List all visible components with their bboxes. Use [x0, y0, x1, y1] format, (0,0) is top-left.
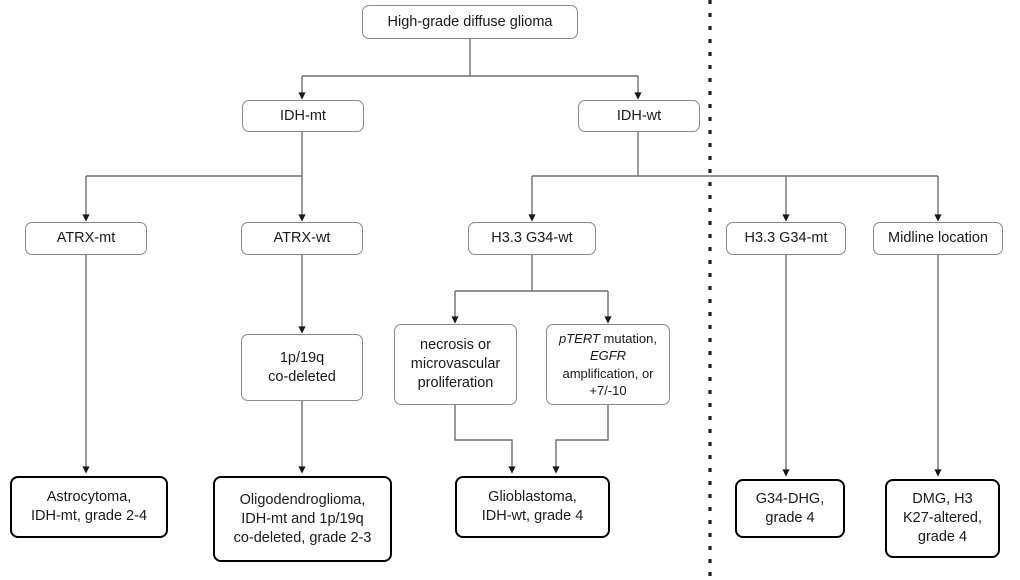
node-label-line-2: IDH-wt, grade 4	[481, 508, 584, 524]
node-outcome-g34-dhg[interactable]: G34-DHG, grade 4	[735, 479, 845, 538]
node-label-line-2: microvascular	[410, 356, 501, 372]
node-label-line-2: IDH-mt, grade 2-4	[30, 508, 148, 524]
node-label: ATRX-mt	[56, 230, 116, 246]
node-h33-g34-mt[interactable]: H3.3 G34-mt	[726, 222, 846, 255]
node-label-line-1: DMG, H3	[912, 491, 973, 507]
node-label-line-1: pTERT mutation,	[553, 330, 663, 348]
node-label-line-3: proliferation	[417, 375, 494, 391]
node-ptert-egfr-amplification[interactable]: pTERT mutation, EGFR amplification, or +…	[546, 324, 670, 405]
node-atrx-wt[interactable]: ATRX-wt	[241, 222, 363, 255]
node-midline-location[interactable]: Midline location	[873, 222, 1003, 255]
node-label-line-3: co-deleted, grade 2-3	[233, 529, 372, 546]
node-label-line-1: necrosis or	[420, 337, 491, 353]
node-label: H3.3 G34-mt	[744, 230, 828, 246]
node-label: High-grade diffuse glioma	[387, 13, 553, 30]
node-label-line-1-rest: mutation,	[599, 330, 658, 346]
gene-name-ptert: pTERT	[558, 330, 600, 346]
wire-ptert-to-glioblastoma	[552, 405, 609, 474]
node-label-line-1: 1p/19q	[279, 349, 325, 366]
node-outcome-oligodendroglioma[interactable]: Oligodendroglioma, IDH-mt and 1p/19q co-…	[213, 476, 392, 562]
node-label-line-2: grade 4	[765, 509, 815, 526]
node-atrx-mt[interactable]: ATRX-mt	[25, 222, 147, 255]
node-label-line-4: +7/-10	[589, 383, 627, 398]
node-outcome-glioblastoma[interactable]: Glioblastoma, IDH-wt, grade 4	[455, 476, 610, 538]
node-label: ATRX-wt	[273, 230, 331, 246]
node-label-line-1: Oligodendroglioma,	[239, 491, 366, 508]
node-1p19q-co-deleted[interactable]: 1p/19q co-deleted	[241, 334, 363, 401]
node-label-line-2: K27-altered,	[903, 510, 982, 526]
node-label-line-3: grade 4	[917, 529, 968, 545]
node-label: IDH-wt	[616, 107, 662, 124]
node-label-line-2: IDH-mt and 1p/19q	[241, 510, 364, 527]
node-idh-wt[interactable]: IDH-wt	[578, 100, 700, 132]
node-label-line-1: Astrocytoma,	[46, 489, 132, 505]
node-h33-g34-wt[interactable]: H3.3 G34-wt	[468, 222, 596, 255]
node-label-line-2: co-deleted	[268, 368, 336, 385]
node-outcome-astrocytoma[interactable]: Astrocytoma, IDH-mt, grade 2-4	[10, 476, 168, 538]
node-label: H3.3 G34-wt	[491, 230, 573, 246]
gene-name-egfr: EGFR	[589, 348, 627, 363]
node-label-line-1: G34-DHG,	[755, 490, 825, 507]
node-label: Midline location	[888, 230, 988, 246]
node-label-line-1: Glioblastoma,	[488, 489, 577, 505]
node-high-grade-diffuse-glioma[interactable]: High-grade diffuse glioma	[362, 5, 578, 39]
node-idh-mt[interactable]: IDH-mt	[242, 100, 364, 132]
node-necrosis-or-microvascular-proliferation[interactable]: necrosis or microvascular proliferation	[394, 324, 517, 405]
node-label: IDH-mt	[280, 107, 326, 124]
wire-necrosis-to-glioblastoma	[454, 405, 516, 474]
node-outcome-dmg-h3-k27-altered[interactable]: DMG, H3 K27-altered, grade 4	[885, 479, 1000, 558]
node-label-line-3: amplification, or	[562, 365, 654, 381]
